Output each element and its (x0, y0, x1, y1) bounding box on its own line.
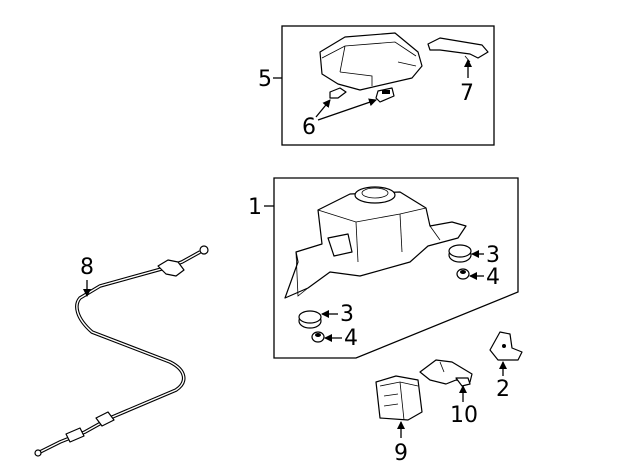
callout-3-left: 3 (340, 302, 354, 327)
switch-block-part-9 (375, 375, 423, 421)
callout-6: 6 (302, 115, 316, 140)
callout-4-right: 4 (486, 265, 500, 290)
bracket-part-10 (419, 359, 473, 387)
bracket-part-2 (489, 331, 523, 361)
callout-7: 7 (460, 81, 474, 106)
callout-3-right: 3 (486, 243, 500, 268)
clip-part-6 (329, 87, 395, 103)
callout-8: 8 (80, 255, 94, 280)
callout-4-left: 4 (344, 326, 358, 351)
shifter-base-part (284, 186, 467, 299)
grommet-left (298, 310, 322, 329)
bushing-right (456, 268, 470, 280)
callout-9: 9 (394, 441, 408, 466)
leader-6a (315, 99, 331, 118)
shift-cable-part (34, 245, 209, 457)
shifter-assembly-box (273, 177, 519, 359)
callout-5: 5 (258, 67, 272, 92)
callout-10: 10 (450, 403, 478, 428)
cover-housing-part (319, 32, 423, 91)
bracket-part-7 (427, 37, 489, 63)
upper-kit-box (281, 25, 495, 146)
callout-1: 1 (248, 195, 262, 220)
bushing-left (311, 331, 325, 343)
leader-6b (317, 98, 377, 121)
callout-2: 2 (496, 377, 510, 402)
grommet-right (448, 244, 472, 263)
